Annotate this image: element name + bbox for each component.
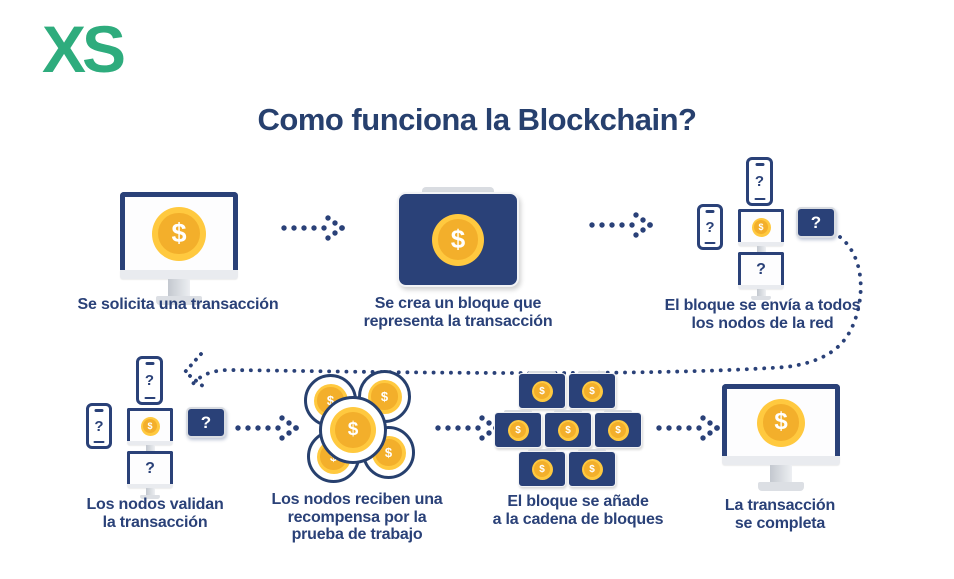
monitor-stand bbox=[168, 279, 190, 296]
dollar-symbol: $ bbox=[437, 219, 479, 260]
monitor-screen: $ bbox=[120, 192, 238, 270]
monitor-base bbox=[758, 482, 804, 491]
phone-question-icon: ? bbox=[136, 356, 163, 405]
monitor-dollar-icon: $ bbox=[722, 384, 840, 491]
coin-icon: $ bbox=[358, 370, 411, 423]
tablet-question-icon: ? bbox=[796, 207, 836, 238]
monitor-stand bbox=[145, 488, 155, 495]
dotted-curve-arrow-icon bbox=[182, 235, 863, 389]
step7-label: La transacción se completa bbox=[724, 497, 836, 532]
monitor-stand bbox=[756, 246, 766, 253]
monitor-bezel bbox=[127, 441, 173, 445]
dollar-symbol: $ bbox=[609, 421, 627, 439]
dollar-coin-icon: $ bbox=[757, 398, 805, 447]
block-panel: $ bbox=[397, 192, 519, 287]
chain-block: $ bbox=[518, 449, 566, 489]
dollar-symbol: $ bbox=[533, 382, 551, 400]
monitor-bezel bbox=[127, 484, 173, 488]
monitor-dollar-icon: $ bbox=[738, 209, 784, 257]
xs-logo: XS bbox=[42, 12, 126, 86]
chain-block: $ bbox=[568, 449, 616, 489]
monitor-bezel bbox=[738, 242, 784, 246]
dollar-symbol: $ bbox=[142, 418, 158, 434]
step4-label: Los nodos validan la transacción bbox=[86, 496, 224, 531]
phone-question-icon: ? bbox=[697, 204, 723, 250]
monitor-screen: ? bbox=[738, 252, 784, 285]
monitor-screen: ? bbox=[127, 451, 173, 484]
dollar-symbol: $ bbox=[583, 382, 601, 400]
monitor-base bbox=[156, 296, 202, 305]
monitor-question-icon: ? bbox=[738, 252, 784, 300]
monitor-base bbox=[751, 296, 771, 300]
page-title: Como funciona la Blockchain? bbox=[257, 102, 698, 137]
tablet-question-icon: ? bbox=[186, 407, 226, 438]
block-chain-icon: $ $ $ $ $ $ $ bbox=[494, 369, 646, 489]
chain-block: $ bbox=[594, 410, 642, 450]
dollar-symbol: $ bbox=[335, 412, 371, 448]
dotted-arrow-right-icon bbox=[281, 215, 345, 241]
phone-question-icon: ? bbox=[746, 157, 773, 206]
monitor-dollar-icon: $ bbox=[127, 408, 173, 456]
coin-icon: $ bbox=[319, 396, 387, 464]
monitor-bezel bbox=[738, 285, 784, 289]
dollar-symbol: $ bbox=[509, 421, 527, 439]
monitor-screen: $ bbox=[127, 408, 173, 441]
question-symbol: ? bbox=[145, 460, 155, 477]
monitor-screen: $ bbox=[738, 209, 784, 242]
dollar-symbol: $ bbox=[583, 460, 601, 478]
question-symbol: ? bbox=[705, 218, 715, 236]
monitor-stand bbox=[770, 465, 792, 482]
monitor-base bbox=[140, 495, 160, 499]
chain-block: $ bbox=[568, 371, 616, 411]
monitor-question-icon: ? bbox=[127, 451, 173, 499]
monitor-dollar-icon: $ bbox=[120, 192, 238, 305]
step6-label: El bloque se añade a la cadena de bloque… bbox=[492, 493, 664, 528]
monitor-stand bbox=[756, 289, 766, 296]
question-symbol: ? bbox=[754, 173, 765, 190]
reward-coins-icon: $ $ $ $ $ bbox=[302, 368, 417, 486]
monitor-bezel bbox=[722, 456, 840, 465]
question-symbol: ? bbox=[94, 417, 104, 435]
question-symbol: ? bbox=[810, 212, 822, 232]
question-symbol: ? bbox=[756, 261, 766, 278]
phone-question-icon: ? bbox=[86, 403, 112, 449]
dollar-coin-icon: $ bbox=[152, 206, 206, 261]
dollar-symbol: $ bbox=[753, 219, 769, 235]
block-dollar-icon: $ bbox=[397, 187, 519, 287]
dotted-arrow-right-icon bbox=[435, 415, 499, 441]
dollar-symbol: $ bbox=[158, 212, 200, 255]
dollar-symbol: $ bbox=[533, 460, 551, 478]
chain-block: $ bbox=[544, 410, 592, 450]
dollar-coin-icon: $ bbox=[432, 213, 484, 266]
step3-label: El bloque se envía a todos los nodos de … bbox=[664, 297, 861, 332]
dotted-arrow-right-icon bbox=[589, 212, 653, 238]
dotted-arrow-right-icon bbox=[656, 415, 720, 441]
dotted-arrow-right-icon bbox=[235, 415, 299, 441]
step2-label: Se crea un bloque que representa la tran… bbox=[363, 295, 553, 330]
step1-label: Se solicita una transacción bbox=[77, 296, 279, 313]
dollar-coin-icon: $ bbox=[140, 416, 160, 436]
dollar-symbol: $ bbox=[762, 404, 800, 441]
dollar-symbol: $ bbox=[559, 421, 577, 439]
step5-label: Los nodos reciben una recompensa por la … bbox=[271, 491, 443, 543]
dollar-coin-icon: $ bbox=[751, 217, 771, 237]
monitor-stand bbox=[145, 445, 155, 452]
chain-block: $ bbox=[518, 371, 566, 411]
question-symbol: ? bbox=[200, 412, 212, 432]
monitor-screen: $ bbox=[722, 384, 840, 456]
monitor-bezel bbox=[120, 270, 238, 279]
chain-block: $ bbox=[494, 410, 542, 450]
question-symbol: ? bbox=[144, 372, 155, 389]
